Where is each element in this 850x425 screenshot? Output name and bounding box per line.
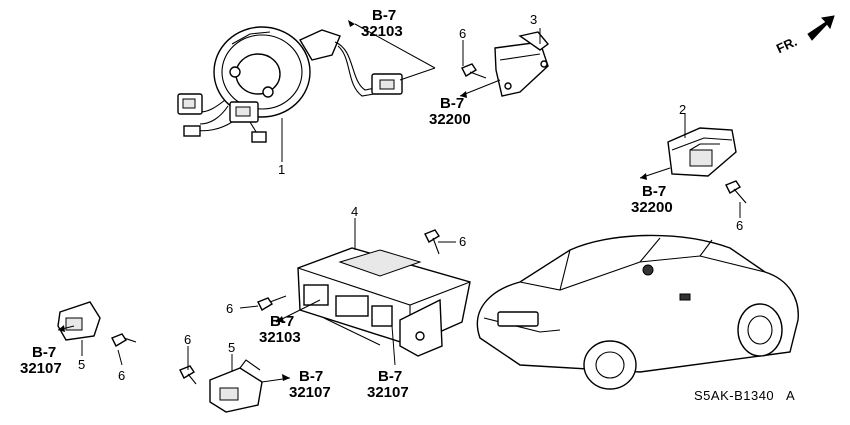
callout-code: 32107 <box>289 384 331 401</box>
diagram-code: S5AK-B1340 A <box>694 388 795 403</box>
callout-c7: B-7 32107 <box>20 344 62 377</box>
part-number-5b: 5 <box>228 340 235 355</box>
front-label: FR. <box>774 34 799 56</box>
bolt-icon <box>424 229 440 255</box>
part-number-6d: 6 <box>226 301 233 316</box>
callout-code: 32200 <box>631 199 673 216</box>
bolt-icon <box>257 295 287 311</box>
callout-code: 32107 <box>367 384 409 401</box>
callout-c5: B-7 32107 <box>289 368 331 401</box>
callout-ref: B-7 <box>440 95 464 112</box>
front-arrow-icon <box>807 15 835 41</box>
leader-lines <box>57 23 741 383</box>
impact-sensor <box>667 127 737 177</box>
connector-left <box>57 301 101 341</box>
callout-ref: B-7 <box>372 7 396 24</box>
callout-c6: B-7 32107 <box>367 368 409 401</box>
callout-ref: B-7 <box>299 368 323 385</box>
part-number-4: 4 <box>351 204 358 219</box>
connector-bottom <box>209 359 263 413</box>
part-number-6b: 6 <box>736 218 743 233</box>
front-direction-indicator: FR. <box>774 15 835 56</box>
callout-ref: B-7 <box>642 183 666 200</box>
part-number-6f: 6 <box>184 332 191 347</box>
bolt-icon <box>111 333 137 347</box>
part-number-5a: 5 <box>78 357 85 372</box>
callout-ref: B-7 <box>270 313 294 330</box>
callout-code: 32107 <box>20 360 62 377</box>
part-number-6a: 6 <box>459 26 466 41</box>
diagram-code-suffix: A <box>786 388 795 403</box>
callout-c4: B-7 32103 <box>259 313 301 346</box>
bolt-icon <box>725 180 747 204</box>
callout-arrowheads <box>58 20 647 381</box>
part-number-1: 1 <box>278 162 285 177</box>
callout-code: 32103 <box>361 23 403 40</box>
part-number-2: 2 <box>679 102 686 117</box>
callout-c2: B-7 32200 <box>429 95 471 128</box>
part-numbers: 1 2 3 4 5 5 6 6 6 6 6 6 <box>78 12 743 383</box>
callout-code: 32103 <box>259 329 301 346</box>
part-number-6c: 6 <box>459 234 466 249</box>
callout-ref: B-7 <box>378 368 402 385</box>
vehicle-outline <box>476 234 799 390</box>
part-number-6e: 6 <box>118 368 125 383</box>
diagram-code-text: S5AK-B1340 <box>694 388 774 403</box>
part-number-3: 3 <box>530 12 537 27</box>
callout-c1: B-7 32103 <box>361 7 403 40</box>
bolt-icon-group <box>111 63 747 385</box>
callout-code: 32200 <box>429 111 471 128</box>
callout-c3: B-7 32200 <box>631 183 673 216</box>
clock-spring-assembly <box>177 26 403 143</box>
callout-ref: B-7 <box>32 344 56 361</box>
srs-unit <box>297 247 471 357</box>
bolt-icon <box>461 63 487 79</box>
bolt-icon <box>179 365 197 385</box>
